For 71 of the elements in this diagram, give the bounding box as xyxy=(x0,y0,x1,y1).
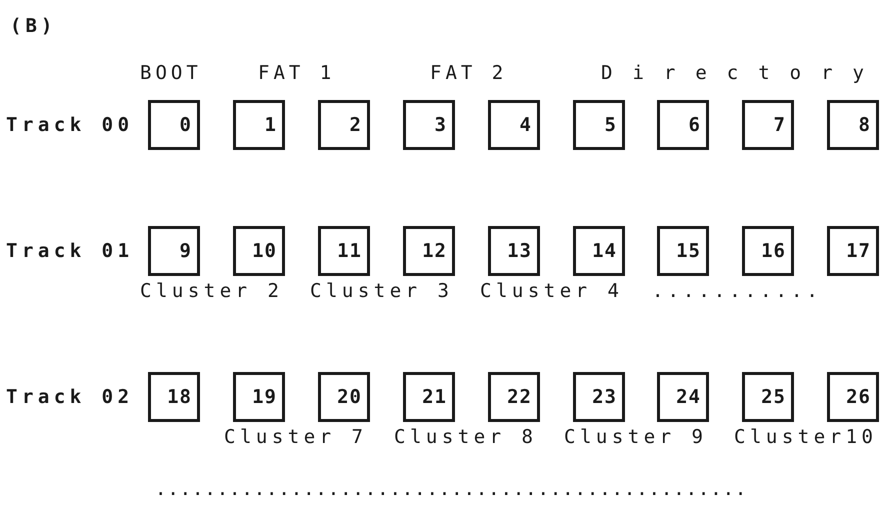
sector-box xyxy=(318,100,370,150)
sector-box xyxy=(827,100,879,150)
sector-number: 13 xyxy=(507,240,532,262)
track-label: Track 02 xyxy=(6,388,134,407)
sector-box xyxy=(148,100,200,150)
sector-box xyxy=(148,226,200,276)
sector-box xyxy=(403,226,455,276)
sector-number: 14 xyxy=(592,240,617,262)
sector-number: 22 xyxy=(507,386,532,408)
sector-box xyxy=(233,372,285,422)
sector-number: 16 xyxy=(761,240,786,262)
sector-number: 26 xyxy=(846,386,871,408)
sector-number: 12 xyxy=(422,240,447,262)
sector-number: 21 xyxy=(422,386,447,408)
sector-box xyxy=(148,372,200,422)
region-label: Directory xyxy=(601,64,884,83)
sector-number: 9 xyxy=(180,240,192,262)
sector-box xyxy=(657,100,709,150)
sector-box xyxy=(488,372,540,422)
sector-box xyxy=(318,372,370,422)
sector-box xyxy=(233,100,285,150)
sector-box xyxy=(742,372,794,422)
sector-box xyxy=(488,100,540,150)
cluster-label: Cluster 9 xyxy=(564,428,708,447)
sector-number: 18 xyxy=(167,386,192,408)
sector-number: 1 xyxy=(264,114,277,136)
sector-number: 17 xyxy=(846,240,871,262)
sector-number: 19 xyxy=(252,386,277,408)
cluster-label: Cluster 3 xyxy=(310,282,454,301)
sector-number: 24 xyxy=(676,386,701,408)
sector-number: 0 xyxy=(180,114,192,136)
ellipsis-dots: ........... xyxy=(652,282,822,301)
sector-number: 15 xyxy=(676,240,701,262)
sector-number: 3 xyxy=(434,114,447,136)
sector-number: 23 xyxy=(592,386,617,408)
sector-box xyxy=(742,226,794,276)
figure-label: (B) xyxy=(10,17,56,36)
region-label: FAT 1 xyxy=(258,64,336,83)
sector-number: 6 xyxy=(688,114,701,136)
cluster-label: Cluster 7 xyxy=(224,428,368,447)
sector-number: 10 xyxy=(252,240,277,262)
sector-box xyxy=(827,372,879,422)
sector-box xyxy=(657,226,709,276)
ellipsis-dots: ................................................ xyxy=(155,480,748,499)
cluster-label: Cluster 8 xyxy=(394,428,538,447)
track-label: Track 00 xyxy=(6,116,134,135)
sector-box xyxy=(403,100,455,150)
cluster-label: Cluster10 xyxy=(734,428,878,447)
sector-box xyxy=(233,226,285,276)
region-label: FAT 2 xyxy=(430,64,508,83)
sector-number: 25 xyxy=(761,386,786,408)
sector-box xyxy=(573,226,625,276)
cluster-label: Cluster 2 xyxy=(140,282,284,301)
cluster-label: Cluster 4 xyxy=(480,282,624,301)
sector-number: 8 xyxy=(858,114,871,136)
sector-box xyxy=(827,226,879,276)
region-label: BOOT xyxy=(140,64,202,83)
sector-box xyxy=(318,226,370,276)
sector-box xyxy=(573,372,625,422)
sector-number: 20 xyxy=(337,386,362,408)
sector-box xyxy=(403,372,455,422)
sector-number: 4 xyxy=(520,114,532,136)
sector-box xyxy=(657,372,709,422)
sector-number: 5 xyxy=(604,114,617,136)
sector-box xyxy=(488,226,540,276)
sector-number: 2 xyxy=(350,114,362,136)
sector-number: 7 xyxy=(774,114,786,136)
sector-box xyxy=(573,100,625,150)
sector-number: 11 xyxy=(337,240,362,262)
sector-box xyxy=(742,100,794,150)
track-label: Track 01 xyxy=(6,242,134,261)
